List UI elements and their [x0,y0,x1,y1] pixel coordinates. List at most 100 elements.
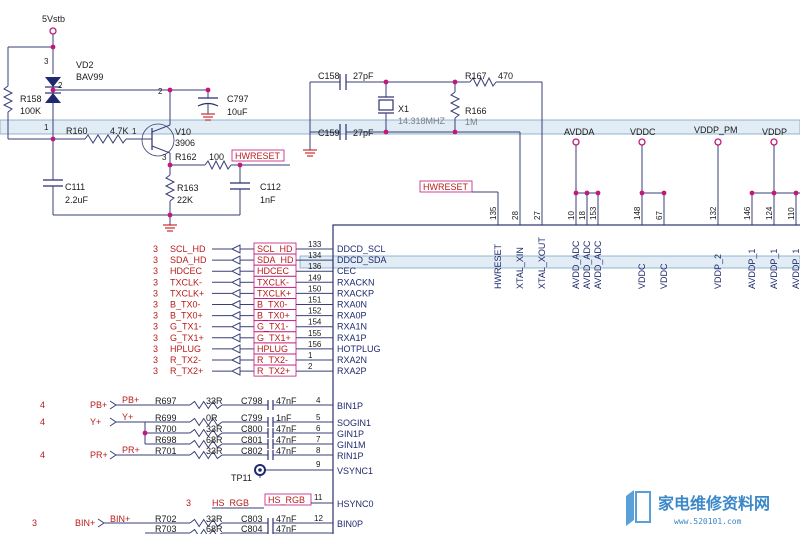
analog-cap-label: C798 [241,396,263,406]
top-pin-name: XTAL_XIN [515,247,525,289]
analog-pin-number: 7 [316,435,321,444]
hdmi-ic-pin-name: CEC [337,266,357,276]
v10-transistor [141,123,175,157]
hdmi-port-label: R_TX2- [257,355,288,365]
analog-resistor-value: 33R [206,424,223,434]
analog-resistor-label: R697 [155,396,177,406]
hdmi-ic-pin-name: RXA0P [337,311,367,321]
watermark-logo-icon [626,490,634,526]
hwreset-ic-box [419,180,473,193]
hdmi-ic-pin-name: RXACKN [337,277,375,287]
hdmi-arrow-icon [231,299,241,310]
top-pin-name: HWRESET [493,243,503,289]
hdmi-pin-number: 134 [308,251,322,260]
hdmi-pin-number: 154 [308,318,322,327]
hs-net: HS_RGB [212,498,249,508]
watermark-url: www.520101.com [674,517,742,526]
r163-resistor [164,174,176,202]
hwreset-port-box [231,149,285,162]
analog-resistor-label: R701 [155,446,177,456]
hdmi-arrow-icon [231,344,241,354]
analog-port-label: Y+ [90,417,101,427]
analog-sheet-ref: 4 [40,400,45,410]
hdmi-sheet-ref: 3 [153,344,158,354]
hdmi-arrow-icon [231,310,241,321]
top-pin-number: 124 [765,206,774,220]
hdmi-arrow-icon [231,355,241,365]
c797-value: 10uF [227,107,248,117]
analog-cap-label: C802 [241,446,263,456]
top-pin-name: AVDD_ADC [571,240,581,289]
hdmi-arrow-icon [231,266,241,277]
analog-port-arrow-icon [109,450,117,460]
q-pin2: 2 [158,87,163,96]
analog-resistor-label: R700 [155,424,177,434]
r160-value: 4.7K [110,126,129,136]
top-pin-number: 153 [589,206,598,220]
x1-crystal [378,99,394,111]
hdmi-arrow-icon [231,332,241,343]
analog-port-label: PR+ [90,450,108,460]
hdmi-ic-pin-name: RXA1P [337,333,367,343]
r162-value: 100 [209,152,224,162]
hdmi-net-label: HPLUG [170,344,201,354]
top-pin-number: 67 [655,211,664,220]
hdmi-pin-number: 133 [308,240,322,249]
bin-cap-label: C804 [241,524,263,534]
analog-sheet-ref: 4 [40,417,45,427]
hs-box-label: HS_RGB [268,495,305,505]
analog-cap-value: 47nF [276,424,297,434]
r158-label: R158 [20,94,42,104]
diode-pin1: 1 [44,123,49,132]
top-pin-name: AVDDP_1 [769,249,779,289]
r167-label: R167 [465,71,487,81]
hdmi-sheet-ref: 3 [153,266,158,276]
vddc-label: VDDC [630,127,656,137]
analog-resistor-value: 33R [206,446,223,456]
analog-sheet-ref: 4 [40,450,45,460]
analog-cap-label: C799 [241,413,263,423]
watermark-brand: 家电维修资料网 [658,494,770,513]
hdmi-port-label: B_TX0- [257,300,288,310]
analog-net-label: Y+ [122,412,133,422]
hs-sheet: 3 [186,498,191,508]
r166-resistor [449,91,461,119]
hdmi-pin-number: 136 [308,262,322,271]
ic-body [332,224,800,534]
analog-port-arrow-icon [109,400,117,410]
vddp-pm-label: VDDP_PM [694,125,738,135]
diode-pin3: 3 [44,57,49,66]
hdmi-sheet-ref: 3 [153,255,158,265]
analog-ic-pin-name: GIN1P [337,429,364,439]
top-pin-number: 135 [489,206,498,220]
bin-net-label: BIN+ [110,514,130,524]
r163-value: 22K [177,195,193,205]
top-pin-name: XTAL_XOUT [537,237,547,289]
hdmi-net-label: TXCLK+ [170,288,204,298]
x1-label: X1 [398,104,409,114]
analog-pin-number: 8 [316,446,321,455]
r158-resistor [2,85,14,113]
hdmi-pin-number: 151 [308,296,322,305]
hdmi-arrow-icon [231,244,241,254]
hdmi-port-label: HDCEC [257,266,290,276]
q-pin3: 3 [162,153,167,162]
bin-resistor [189,518,223,528]
avdda-label: AVDDA [564,127,594,137]
c112-value: 1nF [260,195,276,205]
hdmi-sheet-ref: 3 [153,322,158,332]
top-pin-number: 10 [567,211,576,220]
hdmi-pin-number: 156 [308,340,322,349]
bin-resistor [189,528,223,534]
hdmi-sheet-ref: 3 [153,333,158,343]
hdmi-net-label: TXCLK- [170,277,202,287]
hdmi-port-label: TXCLK+ [257,288,291,298]
analog-resistor-value: 68R [206,435,223,445]
r162-resistor [204,159,232,171]
bin-cap-value: 47nF [276,514,297,524]
hdmi-port-label: TXCLK- [257,277,289,287]
analog-port-label: PB+ [90,400,107,410]
